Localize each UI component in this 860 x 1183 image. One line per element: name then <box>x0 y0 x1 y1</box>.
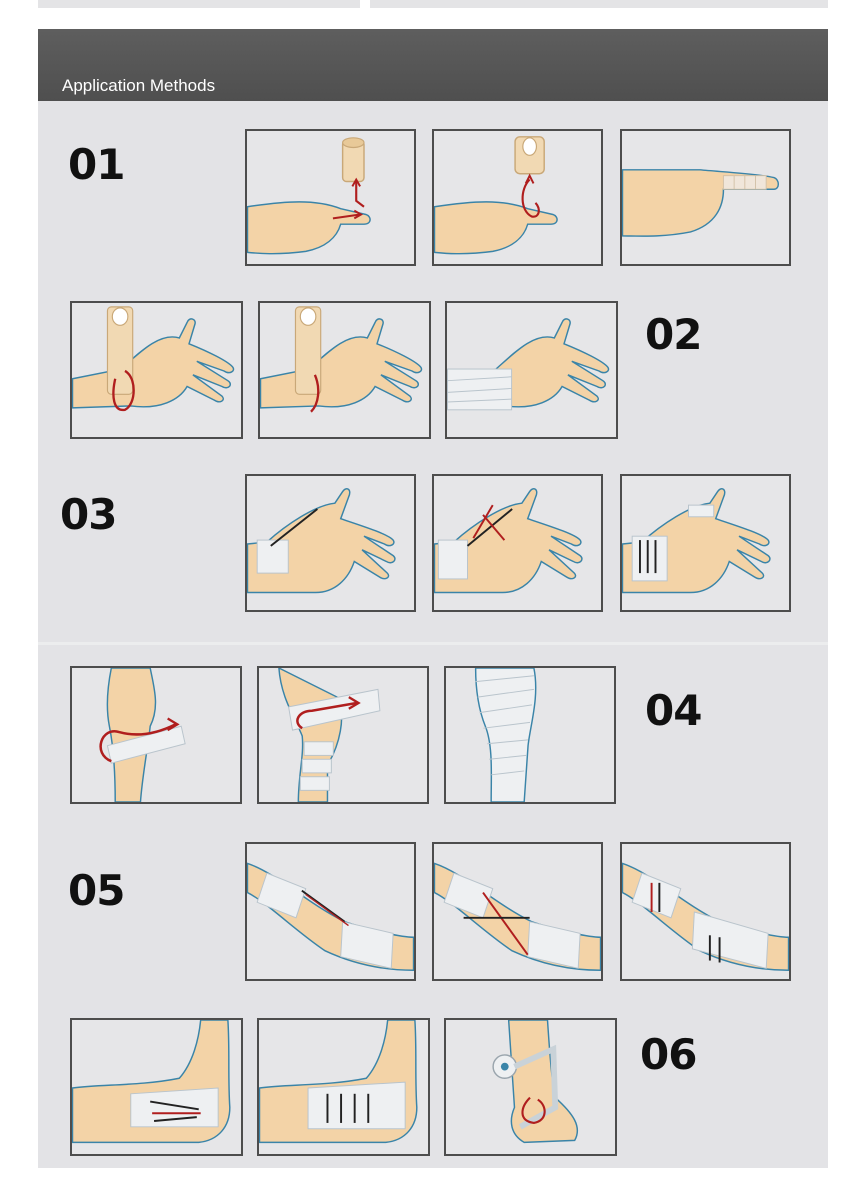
knee-step2-illustration <box>257 666 429 804</box>
ankle-step2-illustration <box>257 1018 430 1156</box>
step-number-06: 06 <box>640 1030 697 1079</box>
header-title: Application Methods <box>62 76 216 95</box>
top-strip-right <box>370 0 828 8</box>
step-number-05: 05 <box>68 866 125 915</box>
step-number-01: 01 <box>68 140 125 189</box>
section-header: Application Methods <box>38 29 828 101</box>
knee-step1-illustration <box>70 666 242 804</box>
top-strip-left <box>38 0 360 8</box>
wrist-step1-illustration <box>70 301 243 439</box>
finger-step3-illustration <box>620 129 791 266</box>
finger-step2-illustration <box>432 129 603 266</box>
knee-step3-illustration <box>444 666 616 804</box>
thumb-step2-illustration <box>432 474 603 612</box>
elbow-step1-illustration <box>245 842 416 981</box>
ankle-step3-illustration <box>444 1018 617 1156</box>
elbow-step3-illustration <box>620 842 791 981</box>
step-number-02: 02 <box>645 310 702 359</box>
elbow-step2-illustration <box>432 842 603 981</box>
wrist-step3-illustration <box>445 301 618 439</box>
step-number-03: 03 <box>60 490 117 539</box>
thumb-step3-illustration <box>620 474 791 612</box>
finger-step1-illustration <box>245 129 416 266</box>
step-number-04: 04 <box>645 686 702 735</box>
ankle-step1-illustration <box>70 1018 243 1156</box>
thumb-step1-illustration <box>245 474 416 612</box>
panel-divider <box>38 642 828 645</box>
wrist-step2-illustration <box>258 301 431 439</box>
